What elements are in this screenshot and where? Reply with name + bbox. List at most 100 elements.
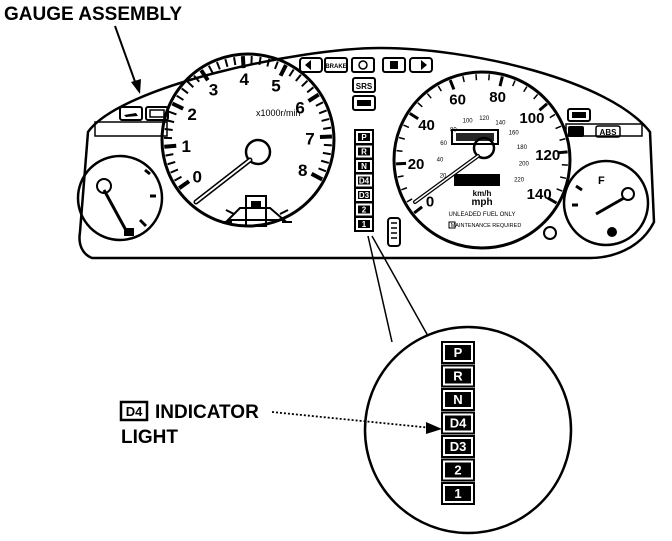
shift-indicator-car-icon <box>222 196 292 226</box>
tach-number: 5 <box>271 77 280 96</box>
speed-tick <box>500 76 502 86</box>
light-label: LIGHT <box>121 427 178 448</box>
kmh-number: 220 <box>514 178 525 184</box>
speed-tick <box>414 207 422 213</box>
mph-number: 0 <box>426 194 434 211</box>
tach-tick <box>234 57 235 65</box>
tach-number: 1 <box>181 137 190 156</box>
tach-tick <box>188 82 194 88</box>
speed-tick <box>557 189 563 191</box>
kmh-number: 40 <box>437 157 444 163</box>
kmh-number: 160 <box>509 130 520 136</box>
tach-tick <box>321 161 329 163</box>
tach-tick <box>165 129 173 130</box>
tach-tick <box>179 181 189 188</box>
svg-text:2: 2 <box>454 463 461 478</box>
speed-tick <box>407 199 412 202</box>
zoom-gear-d4: D4 <box>442 413 474 434</box>
mph-number: 40 <box>418 117 435 134</box>
speed-tick <box>403 125 408 127</box>
cluster-gear-r: R <box>355 145 373 159</box>
tach-number: 4 <box>239 70 249 89</box>
kmh-number: 180 <box>517 145 528 151</box>
trip-reset-knob <box>544 227 556 239</box>
tach-tick <box>172 104 183 109</box>
tach-tick <box>289 70 293 77</box>
fuel-gauge: F <box>564 161 648 245</box>
temperature-gauge <box>78 156 162 240</box>
svg-text:1: 1 <box>454 486 461 501</box>
tach-tick <box>302 81 308 87</box>
tach-tick <box>319 110 326 113</box>
svg-text:D3: D3 <box>450 439 467 454</box>
speed-tick <box>398 176 404 177</box>
svg-text:D4: D4 <box>359 176 370 185</box>
speed-tick <box>463 76 464 82</box>
kmh-number: 140 <box>495 120 506 126</box>
tach-tick <box>165 154 173 155</box>
speed-tick <box>450 80 454 89</box>
speed-tick <box>550 114 555 117</box>
svg-text:P: P <box>361 133 367 142</box>
tach-tick <box>201 70 208 80</box>
tach-tick <box>259 57 260 65</box>
fuel-full-label: F <box>598 175 605 187</box>
tach-tick <box>312 174 323 180</box>
callout-lines <box>368 236 428 342</box>
mph-number: 80 <box>489 89 506 106</box>
dimmer-control-icon <box>388 218 400 246</box>
speed-tick <box>418 103 422 107</box>
indicator-pointer-arrow <box>272 412 442 434</box>
low-fuel-icon <box>568 126 584 137</box>
mph-number: 20 <box>408 156 425 173</box>
tach-tick <box>316 102 323 106</box>
srs-warning-light: SRS <box>353 78 375 92</box>
tach-tick <box>296 75 301 81</box>
kmh-number: 100 <box>463 119 474 125</box>
seatbelt-indicator-icon <box>383 58 405 72</box>
mph-number: 120 <box>535 147 560 164</box>
cluster-gear-p: P <box>355 130 373 144</box>
speed-tick <box>560 139 566 140</box>
svg-text:SRS: SRS <box>356 82 373 91</box>
headlight-indicator-icon <box>352 58 374 72</box>
speed-tick <box>524 87 527 92</box>
abs-warning-light: ABS <box>596 126 620 137</box>
oil-pressure-icon <box>120 107 142 120</box>
tach-tick <box>323 128 331 129</box>
tach-tick <box>182 88 188 93</box>
tach-number: 2 <box>187 105 196 124</box>
tach-tick <box>322 119 330 121</box>
tach-tick <box>323 153 331 154</box>
speed-tick <box>410 113 418 118</box>
d4-indicator-box-icon: D4 <box>121 402 147 420</box>
tach-tick <box>275 61 278 68</box>
tach-tick <box>281 65 286 76</box>
svg-text:ABS: ABS <box>600 128 618 137</box>
tach-number: 8 <box>298 161 307 180</box>
engine-warning-icon <box>353 96 375 110</box>
door-ajar-icon <box>568 109 590 121</box>
svg-text:P: P <box>454 345 463 360</box>
svg-text:2: 2 <box>362 205 367 214</box>
kmh-number: 60 <box>440 141 447 147</box>
svg-text:1: 1 <box>362 220 367 229</box>
tach-tick <box>243 56 244 68</box>
svg-text:N: N <box>361 162 367 171</box>
tach-tick <box>168 162 176 164</box>
tach-tick <box>174 177 181 181</box>
tach-tick <box>177 96 184 100</box>
gauge-assembly-arrow <box>115 26 141 94</box>
cluster-gear-d3: D3 <box>355 188 373 202</box>
tach-tick <box>225 59 227 67</box>
mph-number: 100 <box>519 110 544 127</box>
tach-tick <box>209 66 213 73</box>
mph-number: 140 <box>527 186 552 203</box>
svg-text:BRAKE: BRAKE <box>325 64 346 70</box>
tach-tick <box>164 146 176 147</box>
svg-text:D4: D4 <box>126 404 143 419</box>
